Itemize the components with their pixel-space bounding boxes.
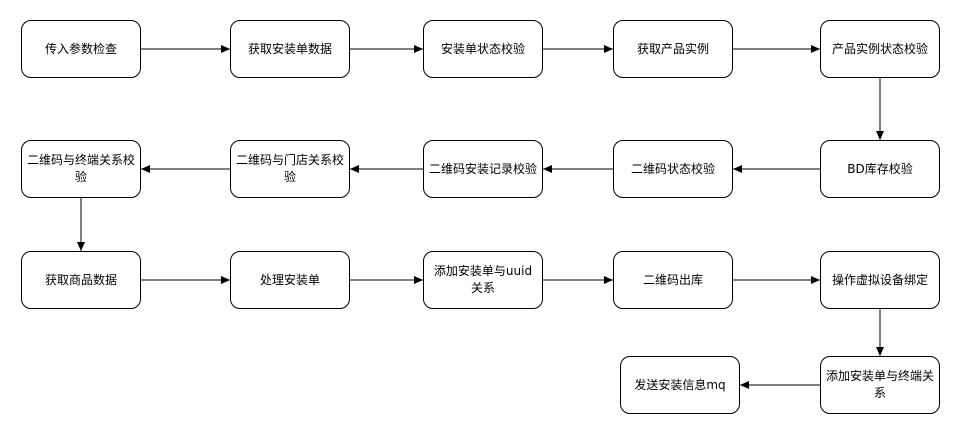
flow-node-qrcode-install-record-check: 二维码安装记录校验 (423, 140, 543, 198)
flow-node-add-install-order-terminal-relation: 添加安装单与终端关系 (820, 356, 940, 414)
flow-node-label: 二维码状态校验 (630, 161, 715, 176)
flow-node-input-param-check: 传入参数检查 (21, 20, 141, 78)
flow-node-product-instance-status-check: 产品实例状态校验 (820, 20, 940, 78)
flow-node-label: 操作虚拟设备绑定 (831, 272, 928, 287)
flow-node-qrcode-status-check: 二维码状态校验 (613, 140, 733, 198)
flow-node-label: 二维码与门店关系校验 (235, 153, 344, 184)
flow-node-process-install-order: 处理安装单 (230, 251, 350, 309)
flow-node-send-install-info-mq: 发送安装信息mq (620, 356, 740, 414)
flow-node-qrcode-store-relation-check: 二维码与门店关系校验 (230, 140, 350, 198)
flow-node-get-goods-data: 获取商品数据 (21, 251, 141, 309)
flow-node-virtual-device-binding: 操作虚拟设备绑定 (820, 251, 940, 309)
flow-node-label: 获取产品实例 (636, 41, 709, 56)
flow-node-bd-inventory-check: BD库存校验 (820, 140, 940, 198)
flow-node-qrcode-outbound: 二维码出库 (613, 251, 733, 309)
flow-node-label: BD库存校验 (847, 161, 913, 176)
flow-node-label: 获取安装单数据 (247, 41, 332, 56)
flow-node-label: 二维码出库 (642, 272, 703, 287)
flow-node-label: 二维码与终端关系校验 (26, 153, 135, 184)
flow-node-label: 二维码安装记录校验 (428, 161, 537, 176)
flow-node-label: 处理安装单 (259, 272, 320, 287)
flow-node-get-install-order-data: 获取安装单数据 (230, 20, 350, 78)
flow-node-get-product-instance: 获取产品实例 (613, 20, 733, 78)
flow-node-label: 获取商品数据 (44, 272, 117, 287)
flow-node-label: 传入参数检查 (44, 41, 117, 56)
flow-node-label: 添加安装单与uuid关系 (433, 264, 533, 295)
flow-node-label: 产品实例状态校验 (831, 41, 928, 56)
flow-node-label: 安装单状态校验 (440, 41, 525, 56)
flow-node-install-order-status-check: 安装单状态校验 (423, 20, 543, 78)
flow-node-label: 发送安装信息mq (634, 377, 726, 392)
flow-node-label: 添加安装单与终端关系 (825, 369, 934, 400)
flow-node-qrcode-terminal-relation-check: 二维码与终端关系校验 (21, 140, 141, 198)
flow-node-add-install-order-uuid-relation: 添加安装单与uuid关系 (423, 251, 543, 309)
